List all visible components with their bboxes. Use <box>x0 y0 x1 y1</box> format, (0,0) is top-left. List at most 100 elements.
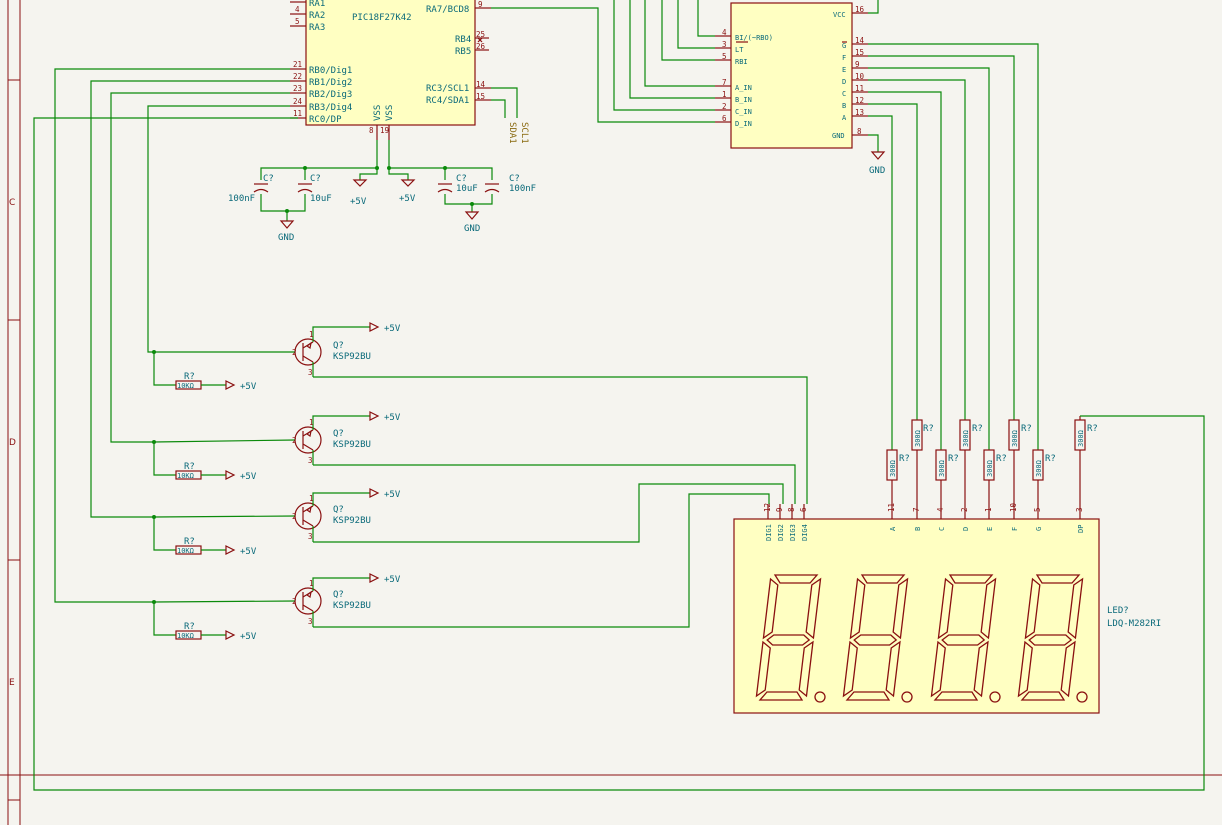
mcu-pin-num: 5 <box>295 17 300 26</box>
cap-ref: C? <box>310 174 321 184</box>
decoder-pin-num: 8 <box>857 127 862 136</box>
decoupling-left: C? 100nF C? 10uF GND <box>228 166 377 243</box>
vcc-label: +5V <box>240 472 257 482</box>
digit-2 <box>842 574 913 703</box>
seg-resistor-dp[interactable]: 300Ω R? <box>1074 416 1098 504</box>
decoder-pin-num: 12 <box>855 96 864 105</box>
mcu-symbol[interactable]: PIC18F27K42 4 5 21 22 23 24 11 RA1 RA2 R… <box>290 0 491 140</box>
display-part: LDQ-M282RI <box>1107 619 1161 629</box>
seg-resistor-g[interactable]: 300Ω R? <box>1032 449 1056 504</box>
mcu-pin-num: 19 <box>380 126 389 135</box>
sda-label: SDA1 <box>507 122 517 144</box>
bcd-decoder-symbol[interactable]: 4 3 5 7 1 2 6 BI/(~RBO) LT RBI A_IN B_IN… <box>715 2 868 149</box>
cap-ref: C? <box>509 174 520 184</box>
transistor-ref: Q? <box>333 429 344 439</box>
decoder-power: GND <box>868 0 886 176</box>
display-pin-name: C <box>938 527 946 531</box>
decoder-pin-name: BI/(~RBO) <box>735 34 773 42</box>
decoder-pin-name: G <box>842 42 846 50</box>
seg-resistor-d[interactable]: 300Ω R? <box>959 419 983 504</box>
resistor-value: 300Ω <box>986 460 994 477</box>
decoder-pin-num: 9 <box>855 60 860 69</box>
resistor-value: 300Ω <box>1035 460 1043 477</box>
mcu-pin-num: 11 <box>293 109 302 118</box>
seg-resistor-a[interactable]: 300Ω R? <box>886 449 910 504</box>
seven-segment-display[interactable]: 12 9 8 6 11 7 4 2 1 10 5 3 DIG1 DIG2 DIG… <box>733 502 1161 714</box>
mcu-pin-num: 15 <box>476 92 485 101</box>
mcu-part-name: PIC18F27K42 <box>352 13 412 23</box>
resistor-ref: R? <box>184 462 195 472</box>
mcu-pin-name: RB1/Dig2 <box>309 78 352 88</box>
pin-num: 1 <box>309 579 314 588</box>
decoder-pin-name: GND <box>832 132 845 140</box>
seg-resistor-b[interactable]: 300Ω R? <box>911 419 934 504</box>
vcc-label: +5V <box>384 490 401 500</box>
resistor-ref: R? <box>184 622 195 632</box>
gnd-label: GND <box>869 166 885 176</box>
resistor-value: 300Ω <box>1011 430 1019 447</box>
transistor-part: KSP92BU <box>333 516 371 526</box>
decoder-pin-name: RBI <box>735 58 748 66</box>
seg-resistor-f[interactable]: 300Ω R? <box>1008 419 1032 504</box>
decoder-pin-name: A <box>842 114 847 122</box>
mcu-pin-name: VSS <box>385 105 395 121</box>
display-pin-name: DIG4 <box>801 524 809 541</box>
resistor-ref: R? <box>184 537 195 547</box>
decoder-left-pins: 4 3 5 7 1 2 6 BI/(~RBO) LT RBI A_IN B_IN… <box>715 28 773 128</box>
display-pin-name: E <box>986 527 994 531</box>
mcu-pin-num: 14 <box>476 80 486 89</box>
border-row-c: C <box>9 198 15 208</box>
pin-num: 1 <box>309 418 314 427</box>
mcu-pin-name: RA7/BCD8 <box>426 5 469 15</box>
mcu-pin-num: 26 <box>476 42 486 51</box>
pin-num: 2 <box>292 436 297 445</box>
gnd-label: GND <box>464 224 480 234</box>
seg-resistor-c[interactable]: 300Ω R? <box>935 449 959 504</box>
decoder-pin-num: 10 <box>855 72 865 81</box>
cap-ref: C? <box>456 174 467 184</box>
vcc-label: +5V <box>350 197 367 207</box>
decoder-pin-name: VCC <box>833 11 846 19</box>
cap-value: 10uF <box>456 184 478 194</box>
mcu-pin-num: 23 <box>293 84 302 93</box>
cap-ref: C? <box>263 174 274 184</box>
border-row-e: E <box>9 678 15 688</box>
seg-resistor-e[interactable]: 300Ω R? <box>983 449 1007 504</box>
segment-wires <box>868 43 1039 450</box>
mcu-pin-num: 4 <box>295 5 300 14</box>
decoder-pin-name: D_IN <box>735 120 752 128</box>
display-pin-num: 12 <box>763 503 772 512</box>
mcu-pin-num: 25 <box>476 30 485 39</box>
mcu-pin-name: RB3/Dig4 <box>309 103 352 113</box>
resistor-value: 10KΩ <box>177 547 194 555</box>
mcu-pin-name: RC4/SDA1 <box>426 96 469 106</box>
display-pin-name: D <box>962 527 970 531</box>
display-pin-name: DIG1 <box>765 524 773 541</box>
mcu-pin-name: RB2/Dig3 <box>309 90 352 100</box>
resistor-value: 10KΩ <box>177 632 194 640</box>
decoder-right-pins: 16 14 15 9 10 11 12 13 8 VCC G F E D C B… <box>736 5 868 140</box>
transistor-ref: Q? <box>333 505 344 515</box>
decoder-pin-num: 6 <box>722 114 727 123</box>
pin-num: 1 <box>309 330 314 339</box>
display-pin-num: 3 <box>1075 507 1084 512</box>
pin-num: 3 <box>308 532 313 541</box>
resistor-value: 10KΩ <box>177 382 194 390</box>
mcu-pin-num: 24 <box>293 97 303 106</box>
decoder-pin-name: D <box>842 78 846 86</box>
transistor-ref: Q? <box>333 341 344 351</box>
scl-label: SCL1 <box>519 122 529 144</box>
mcu-pin-name: RA3 <box>309 23 325 33</box>
display-pin-num: 9 <box>775 507 784 512</box>
display-pin-num: 1 <box>984 507 993 512</box>
mcu-pin-name: RC0/DP <box>309 115 342 125</box>
resistor-ref: R? <box>184 372 195 382</box>
mcu-pin-name: RB4 <box>455 35 471 45</box>
display-pin-name: DIG2 <box>777 524 785 541</box>
mcu-pin-num: 21 <box>293 60 302 69</box>
decoder-pin-num: 5 <box>722 52 727 61</box>
